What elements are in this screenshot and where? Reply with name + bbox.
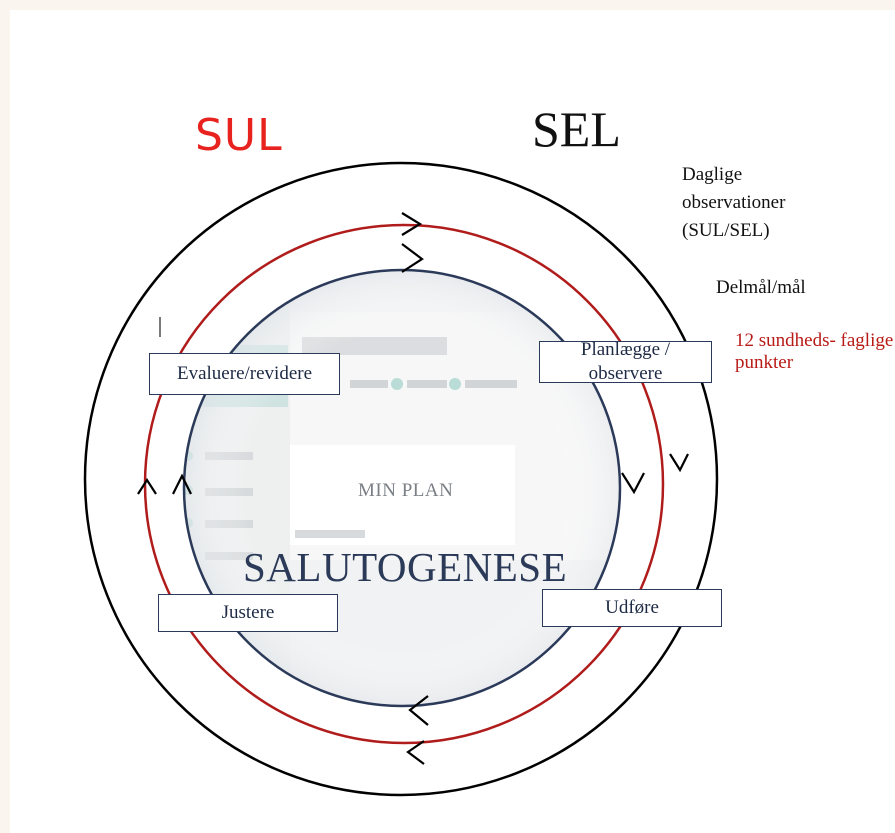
udfoere-text: Udføre	[605, 597, 659, 618]
evaluere-box: Evaluere/revidere	[149, 353, 340, 395]
salutogenese-label: SALUTOGENESE	[243, 544, 568, 590]
justere-text: Justere	[221, 602, 275, 623]
planlaegge-box: Planlægge / observere	[539, 339, 712, 384]
arrow-left-middle-icon	[137, 477, 157, 495]
min-plan-label: MIN PLAN	[358, 480, 454, 501]
delmal-label: Delmål/mål	[716, 277, 806, 298]
arrow-bottom-inner-icon	[408, 695, 429, 726]
arrow-bottom-middle-icon	[406, 740, 425, 765]
udfoere-box: Udføre	[542, 589, 722, 627]
sundhed-label: 12 sundheds- faglige punkter	[735, 330, 894, 373]
planlaegge-text: Planlægge / observere	[580, 339, 671, 384]
observations-label: Daglige observationer (SUL/SEL)	[682, 164, 786, 241]
arrow-right-middle-icon	[669, 453, 689, 473]
arrow-right-inner-icon	[621, 472, 645, 495]
justere-box: Justere	[158, 594, 338, 632]
arrow-top-inner-icon	[401, 243, 424, 273]
arrow-left-inner-icon	[172, 473, 192, 495]
arrow-top-outer-icon	[401, 212, 423, 236]
sul-label: SUL	[195, 110, 283, 161]
sel-label: SEL	[532, 101, 621, 157]
outer-ring	[83, 161, 719, 797]
inner-ring	[182, 268, 622, 708]
evaluere-text: Evaluere/revidere	[176, 363, 313, 384]
